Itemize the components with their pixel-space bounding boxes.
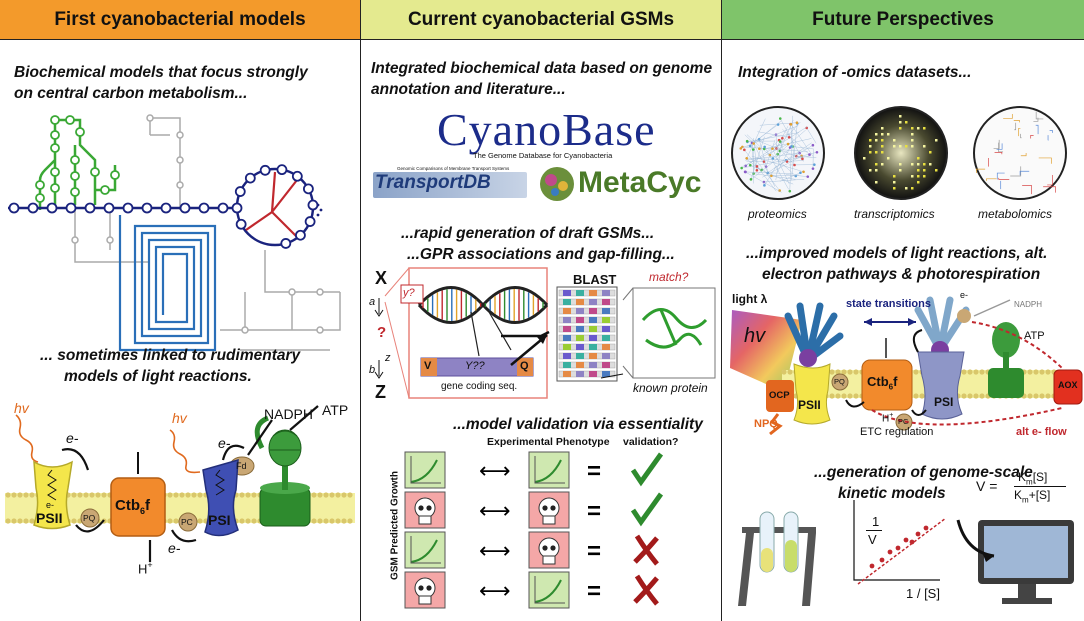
cross-icon (635, 536, 657, 564)
one-label: 1 (872, 514, 879, 529)
skull-cell (405, 492, 445, 528)
equals-symbol: = (587, 538, 601, 565)
arrow-symbol: ⟷ (479, 459, 511, 484)
skull-cell (529, 532, 569, 568)
check-icon (633, 454, 661, 482)
arrow-symbol: ⟷ (479, 539, 511, 564)
panel-first-models: First cyanobacterial models Biochemical … (0, 0, 361, 621)
growth-cell (529, 572, 569, 608)
hv-label-2: hv (172, 410, 187, 426)
electron-inner-label: e- (46, 500, 54, 510)
hv-label-1: hv (14, 400, 29, 416)
xaxis-label: 1 / [S] (906, 586, 940, 601)
mm-fraction-bar (1014, 486, 1066, 487)
electron-label-2: e- (218, 435, 230, 451)
pq-label: PQ (83, 513, 95, 523)
v-label: V (868, 532, 877, 547)
check-icon (633, 494, 661, 522)
mm-numerator: Km[S] (1018, 470, 1047, 486)
cross-icon (635, 576, 657, 604)
mm-v-eq: V = (976, 478, 997, 494)
arrow-symbol: ⟷ (479, 579, 511, 604)
pc-label: PC (181, 517, 193, 527)
growth-cell (529, 452, 569, 488)
fraction-bar (866, 530, 882, 531)
ctb6f-label: Ctb6f (115, 497, 150, 516)
kinetic-models-diagram (722, 0, 1084, 621)
panel-future: Future Perspectives Integration of -omic… (722, 0, 1084, 621)
skull-cell (405, 572, 445, 608)
atp-label: ATP (322, 402, 348, 418)
skull-cell (529, 492, 569, 528)
growth-cell (405, 532, 445, 568)
growth-cell (405, 452, 445, 488)
fd-label: Fd (236, 461, 247, 471)
mm-denominator: Km+[S] (1014, 488, 1050, 504)
psi-label: PSI (208, 512, 231, 528)
equals-symbol: = (587, 578, 601, 605)
proton-label: H+ (138, 560, 153, 576)
psii-label: PSII (36, 510, 62, 526)
arrow-symbol: ⟷ (479, 499, 511, 524)
light-reactions-diagram (0, 0, 361, 621)
electron-label-1: e- (66, 430, 78, 446)
equals-symbol: = (587, 498, 601, 525)
panel-current-gsms: Current cyanobacterial GSMs Integrated b… (361, 0, 722, 621)
electron-label-3: e- (168, 540, 180, 556)
nadph-label: NADPH (264, 406, 313, 422)
equals-symbol: = (587, 458, 601, 485)
